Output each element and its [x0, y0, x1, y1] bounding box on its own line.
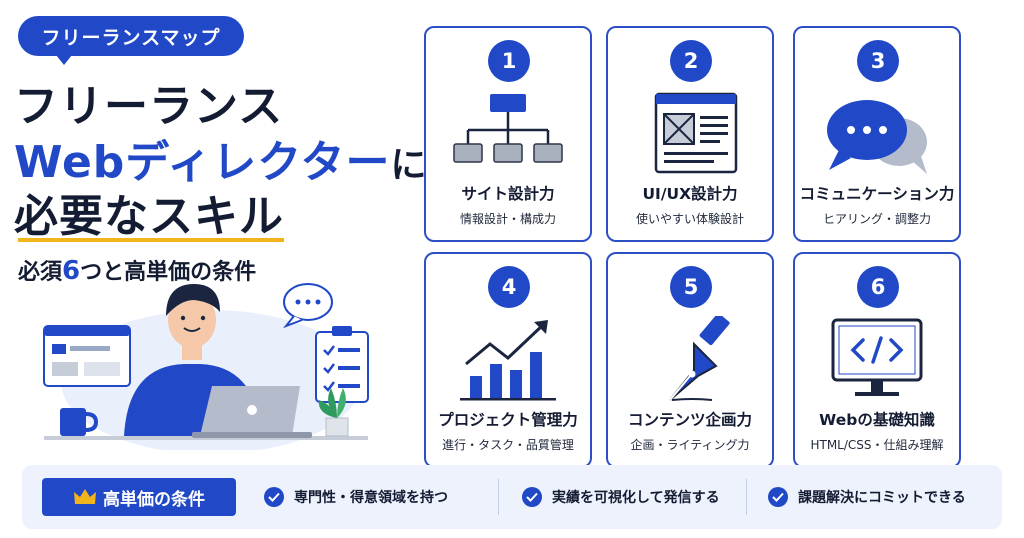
- subtitle-post: つと高単価の条件: [80, 260, 257, 285]
- skill-card-6: 6 Webの基礎知識 HTML/CSS・仕組み理解: [793, 252, 961, 468]
- browser-window-icon: [43, 325, 131, 387]
- thinking-bubble-icon: [282, 283, 333, 329]
- condition-item-2: 実績を可視化して発信する: [522, 487, 720, 507]
- brand-tag: フリーランスマップ: [18, 16, 244, 65]
- code-monitor-icon: [831, 318, 923, 396]
- subtitle-pre: 必須: [18, 260, 63, 285]
- skill-subtitle: ヒアリング・調整力: [822, 212, 931, 226]
- title-line-3: 必要なスキル: [14, 191, 284, 242]
- check-icon: [264, 487, 284, 507]
- divider: [746, 479, 747, 515]
- plant-icon: [318, 388, 349, 437]
- skill-card-1: 1 サイト設計力 情報設計・構成力: [424, 26, 592, 242]
- skill-title: コンテンツ企画力: [627, 411, 752, 429]
- chat-bubbles-icon: [827, 100, 927, 174]
- subtitle-number: 6: [62, 256, 81, 286]
- skill-subtitle: 企画・ライティング力: [630, 438, 750, 452]
- title-particle: に: [390, 145, 428, 186]
- skill-number-badge: 1: [488, 40, 530, 82]
- person-at-laptop-illustration: [43, 283, 369, 450]
- conditions-bar: 高単価の条件 専門性・得意領域を持つ 実績を可視化して発信する 課題解決にコミッ…: [22, 465, 1002, 529]
- skill-title: UI/UX設計力: [642, 185, 738, 203]
- skill-number-badge: 4: [488, 266, 530, 308]
- skill-number-badge: 2: [670, 40, 712, 82]
- clipboard-checklist-icon: [315, 326, 369, 403]
- skill-card-2: 2 UI/UX設計力 使いやすい体験設計: [606, 26, 774, 242]
- wireframe-icon: [654, 92, 738, 174]
- conditions-label: 高単価の条件: [42, 478, 236, 516]
- skill-title: Webの基礎知識: [819, 411, 935, 429]
- crown-icon: [74, 489, 96, 504]
- skill-number-badge: 3: [857, 40, 899, 82]
- skill-subtitle: 使いやすい体験設計: [635, 212, 744, 226]
- condition-item-1: 専門性・得意領域を持つ: [264, 487, 448, 507]
- condition-item-3: 課題解決にコミットできる: [768, 487, 966, 507]
- title-role: Webディレクター: [14, 137, 391, 188]
- sitemap-icon: [453, 94, 563, 163]
- skill-title: プロジェクト管理力: [438, 411, 578, 429]
- skill-card-3: 3 コミュニケーション力 ヒアリング・調整力: [793, 26, 961, 242]
- laptop-icon: [192, 386, 312, 438]
- subtitle: 必須6つと高単価の条件: [18, 254, 256, 286]
- title-line-2: Webディレクターに: [14, 126, 427, 190]
- skill-title: サイト設計力: [461, 185, 555, 203]
- skill-title: コミュニケーション力: [799, 185, 955, 203]
- condition-text: 課題解決にコミットできる: [798, 490, 966, 506]
- skill-card-4: 4 プロジェクト管理力 進行・タスク・品質管理: [424, 252, 592, 468]
- growth-chart-icon: [460, 320, 556, 401]
- skill-subtitle: 進行・タスク・品質管理: [442, 438, 574, 452]
- title-line-1: フリーランス: [14, 81, 284, 132]
- skill-card-5: 5 コンテンツ企画力 企画・ライティング力: [606, 252, 774, 468]
- divider: [498, 479, 499, 515]
- skill-subtitle: 情報設計・構成力: [459, 212, 556, 226]
- skill-number-badge: 6: [857, 266, 899, 308]
- pen-nib-icon: [669, 316, 730, 401]
- condition-text: 実績を可視化して発信する: [552, 490, 720, 506]
- skill-number-badge: 5: [670, 266, 712, 308]
- skill-subtitle: HTML/CSS・仕組み理解: [810, 438, 944, 452]
- mug-icon: [60, 408, 99, 436]
- check-icon: [768, 487, 788, 507]
- check-icon: [522, 487, 542, 507]
- conditions-label-text: 高単価の条件: [103, 489, 205, 510]
- title-underline: [18, 238, 284, 242]
- condition-text: 専門性・得意領域を持つ: [294, 490, 448, 506]
